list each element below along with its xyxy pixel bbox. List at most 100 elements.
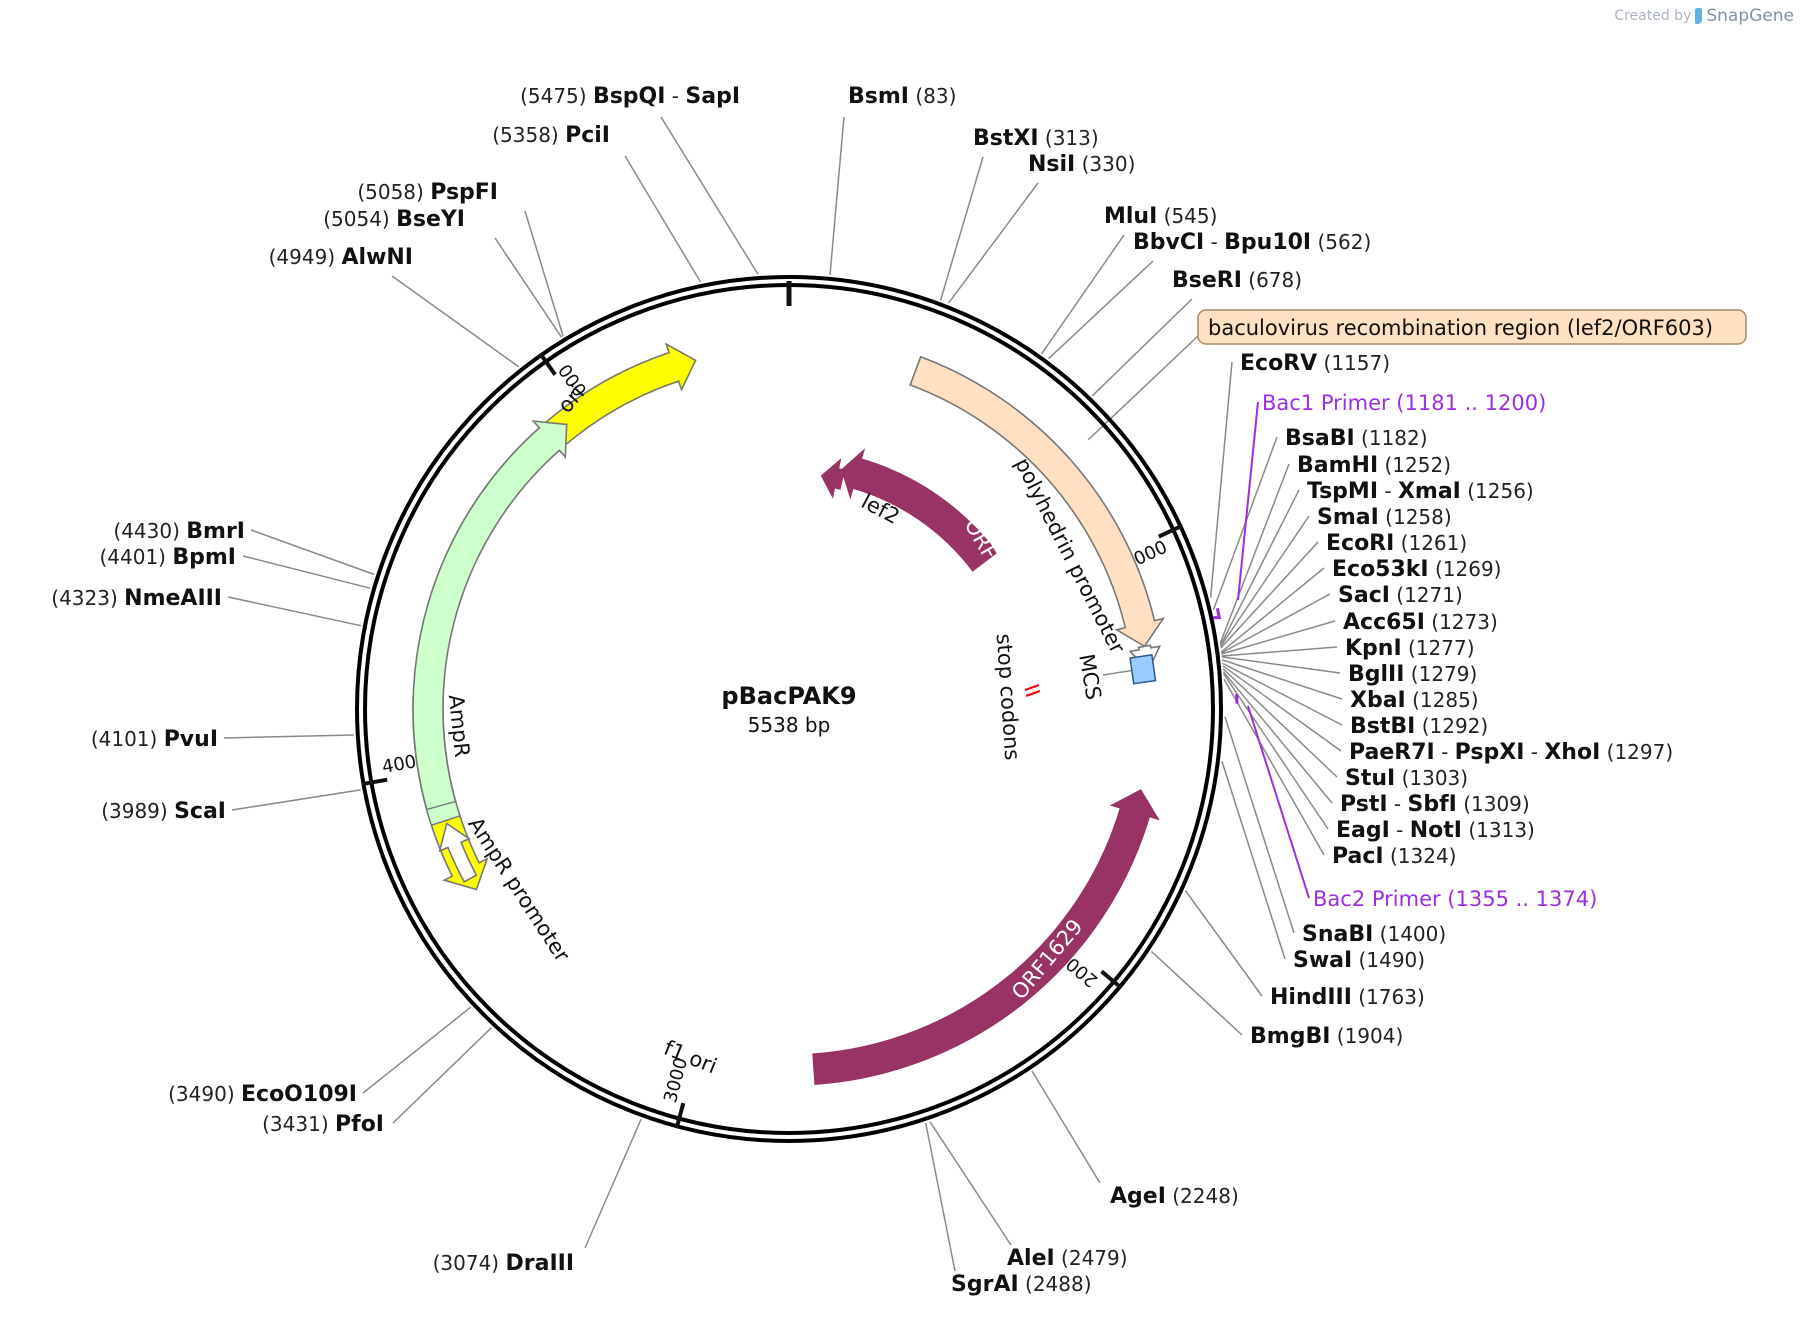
enzyme-site-bstxi: BstXI (313)	[973, 126, 1099, 151]
enzyme-site-saci: SacI (1271)	[1338, 583, 1463, 608]
enzyme-name: PspXI	[1455, 740, 1525, 765]
enzyme-position: (1277)	[1402, 636, 1475, 660]
ampr-label: AmpR	[444, 693, 474, 758]
enzyme-site-acc65i: Acc65I (1273)	[1343, 610, 1498, 635]
enzyme-position: (545)	[1157, 204, 1217, 228]
enzyme-site-alei: AleI (2479)	[1007, 1246, 1128, 1271]
enzyme-position: (3490)	[168, 1082, 241, 1106]
enzyme-site-scai: (3989) ScaI	[101, 799, 226, 824]
enzyme-position: (2248)	[1166, 1184, 1239, 1208]
enzyme-position: (1400)	[1373, 922, 1446, 946]
enzyme-name: Bpu10I	[1224, 230, 1311, 255]
credit-brand: SnapGene	[1706, 6, 1794, 26]
leader-line	[1222, 665, 1342, 752]
enzyme-site-bpmi: (4401) BpmI	[99, 545, 236, 570]
enzyme-name: EcoRV	[1240, 351, 1317, 376]
enzyme-position: (1256)	[1461, 479, 1534, 503]
enzyme-position: (1904)	[1330, 1024, 1403, 1048]
mcs-label: MCS	[1074, 652, 1106, 702]
enzyme-site-ecori: EcoRI (1261)	[1326, 531, 1467, 556]
leader-line	[924, 1122, 956, 1272]
enzyme-position: (2488)	[1019, 1272, 1092, 1296]
enzyme-site-kpni: KpnI (1277)	[1345, 636, 1475, 661]
enzyme-position: (1273)	[1425, 610, 1498, 634]
snapgene-logo-icon	[1695, 8, 1703, 24]
enzyme-site-sgrai: SgrAI (2488)	[951, 1272, 1092, 1297]
enzyme-name: Acc65I	[1343, 610, 1425, 635]
enzyme-position: (1303)	[1395, 766, 1468, 790]
bac2-primer-label: Bac2 Primer (1355 .. 1374)	[1313, 887, 1597, 911]
leader-line	[1150, 950, 1243, 1036]
leader-line	[250, 529, 375, 576]
ampr-arrow	[412, 420, 568, 814]
enzyme-position: (1258)	[1379, 505, 1452, 529]
enzyme-name: HindIII	[1270, 985, 1352, 1010]
enzyme-site-nmeaiii: (4323) NmeAIII	[51, 586, 222, 611]
enzyme-position: (5475)	[520, 84, 593, 108]
enzyme-site-xbai: XbaI (1285)	[1350, 688, 1479, 713]
enzyme-name: TspMI	[1307, 479, 1378, 504]
enzyme-site-paci: PacI (1324)	[1332, 844, 1456, 869]
leader-line	[624, 155, 702, 283]
leader-line	[1221, 620, 1336, 655]
enzyme-site-alwni: (4949) AlwNI	[269, 245, 413, 270]
leader-line	[584, 1118, 642, 1249]
enzyme-site-draiii: (3074) DraIII	[433, 1251, 574, 1276]
enzyme-site-mlui: MluI (545)	[1104, 204, 1217, 229]
mcs-box	[1129, 654, 1157, 685]
enzyme-position: (2479)	[1055, 1246, 1128, 1270]
enzyme-name: BsmI	[848, 84, 909, 109]
enzyme-site-pspfi: (5058) PspFI	[357, 180, 498, 205]
leader-line	[1221, 646, 1338, 657]
tick-mark	[1100, 969, 1123, 990]
enzyme-name: DraIII	[505, 1251, 574, 1276]
enzyme-name: PacI	[1332, 844, 1384, 869]
enzyme-position: (1292)	[1415, 714, 1488, 738]
enzyme-name: ScaI	[174, 799, 226, 824]
enzyme-name: BglII	[1348, 662, 1404, 687]
enzyme-position: (3989)	[101, 799, 174, 823]
leader-line	[1224, 716, 1295, 934]
ampr-promoter-arrow	[438, 822, 478, 883]
enzyme-position: (5058)	[357, 180, 430, 204]
enzyme-position: (678)	[1242, 268, 1302, 292]
enzyme-name: AgeI	[1110, 1184, 1166, 1209]
enzyme-position: (1313)	[1462, 818, 1535, 842]
enzyme-name: PstI	[1340, 792, 1388, 817]
enzyme-name: PfoI	[335, 1112, 384, 1137]
enzyme-site-bsmi: BsmI (83)	[848, 84, 956, 109]
leader-line	[1047, 260, 1154, 360]
enzyme-name: KpnI	[1345, 636, 1402, 661]
enzyme-name: EcoRI	[1326, 531, 1394, 556]
stop-codon-mark	[1024, 684, 1040, 691]
leader-line	[1221, 760, 1286, 960]
enzyme-site-bmgbi: BmgBI (1904)	[1250, 1024, 1403, 1049]
leader-line	[829, 116, 845, 275]
enzyme-site-bglii: BglII (1279)	[1348, 662, 1477, 687]
bac1-primer-label: Bac1 Primer (1181 .. 1200)	[1262, 391, 1546, 415]
enzyme-site-ecorv: EcoRV (1157)	[1240, 351, 1390, 376]
leader-line	[1087, 335, 1199, 441]
enzyme-site-snabi: SnaBI (1400)	[1302, 922, 1446, 947]
leader-line	[1031, 1070, 1101, 1184]
enzyme-name: SapI	[685, 84, 740, 109]
enzyme-site-pvui: (4101) PvuI	[91, 727, 218, 752]
plasmid-size: 5538 bp	[748, 713, 831, 737]
enzyme-site-stui: StuI (1303)	[1345, 766, 1468, 791]
enzyme-name: SwaI	[1293, 948, 1352, 973]
leader-line	[1222, 673, 1329, 830]
enzyme-site-bseri: BseRI (678)	[1172, 268, 1302, 293]
orf1629-arrow	[812, 789, 1160, 1085]
enzyme-position: (313)	[1039, 126, 1099, 150]
leader-line	[392, 1027, 493, 1124]
leader-line	[1209, 361, 1233, 598]
enzyme-site-bamhi: BamHI (1252)	[1297, 453, 1451, 478]
enzyme-name: SgrAI	[951, 1272, 1019, 1297]
tick-mark	[361, 777, 388, 787]
enzyme-position: (562)	[1311, 230, 1371, 254]
bac1-primer-mark	[1213, 607, 1222, 620]
enzyme-name: BseYI	[396, 207, 465, 232]
enzyme-site-eco53ki: Eco53kI (1269)	[1332, 557, 1502, 582]
enzyme-name: BstBI	[1350, 714, 1415, 739]
tick-mark	[538, 352, 557, 376]
